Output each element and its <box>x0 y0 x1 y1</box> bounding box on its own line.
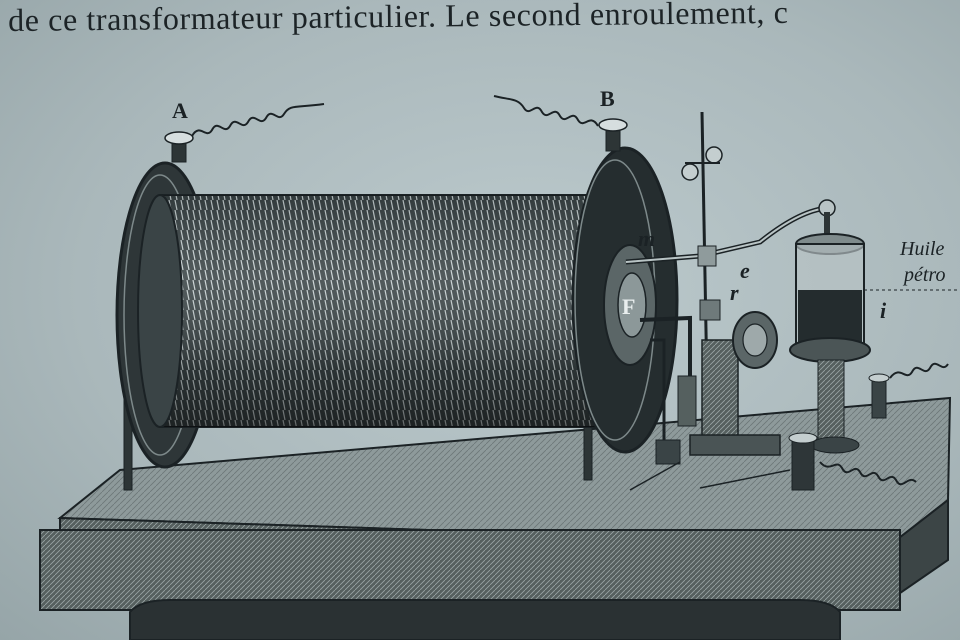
side-label-huile: Huile <box>900 238 945 260</box>
label-b: B <box>600 86 615 111</box>
binding-posts <box>629 362 949 491</box>
label-r: r <box>730 280 739 305</box>
oil-cup <box>789 212 960 454</box>
right-end-plate <box>571 146 679 454</box>
interrupter-mechanism <box>625 111 836 465</box>
label-i: i <box>880 298 887 323</box>
terminal-b <box>493 95 628 152</box>
secondary-winding <box>137 194 601 428</box>
label-f: F <box>622 294 636 319</box>
terminal-a <box>164 103 325 163</box>
label-e: e <box>740 258 750 283</box>
label-m: m <box>638 226 656 251</box>
label-a: A <box>172 98 188 123</box>
side-label-petrole: pétro <box>904 264 946 286</box>
